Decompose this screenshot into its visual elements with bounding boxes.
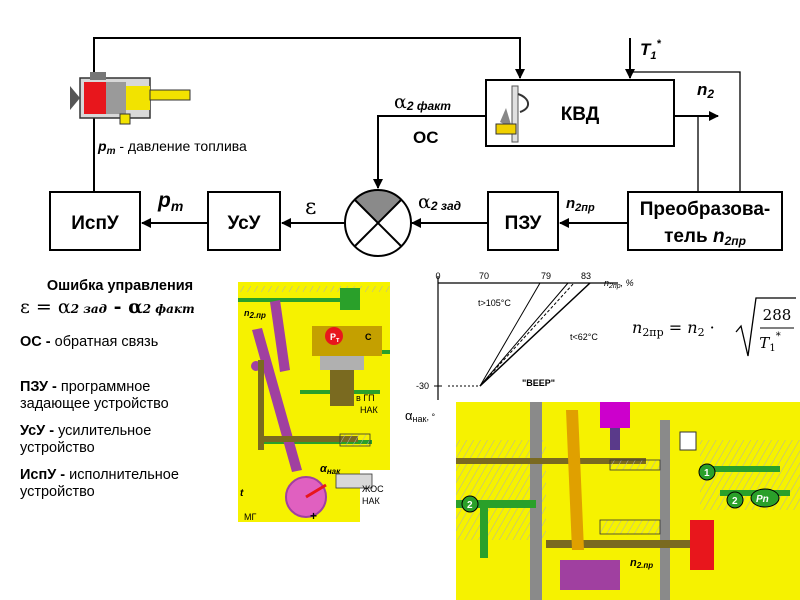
n2-label: n2: [697, 80, 714, 101]
formula-numerator: 288: [763, 306, 792, 324]
hydraulic-cylinder-icon: [70, 72, 191, 125]
ispu-label: ИспУ: [71, 213, 119, 234]
left-nak2-label: НАК: [362, 496, 381, 506]
pzu-label: ПЗУ: [505, 213, 542, 234]
converter-block: [627, 191, 783, 251]
pt-signal-label: pт: [157, 189, 183, 214]
formula-denominator: T1*: [759, 331, 780, 354]
legend-os: ОС - обратная связь: [20, 334, 159, 350]
legend-ispu: ИспУ - исполнительное устройство: [20, 467, 179, 500]
fuel-pressure-caption: pт - давление топлива: [97, 138, 247, 157]
left-mg-label: МГ: [244, 512, 256, 522]
legend-title: Ошибка управления: [46, 278, 194, 294]
graph-curve-cold: t<62°C: [570, 332, 598, 342]
kvd-blade-icon: [495, 85, 529, 143]
usu-block: [207, 191, 281, 251]
left-vtp-label: в ГП: [356, 393, 375, 403]
os-label: ОС: [413, 128, 439, 147]
right-badge-2b: 2: [732, 496, 738, 507]
right-badge-1: 1: [704, 468, 710, 479]
ispu-block: [49, 191, 141, 251]
legend: Ошибка управления ε = α2 зад - α2 факт О…: [20, 278, 240, 501]
graph-tick-70: 70: [479, 271, 489, 281]
left-pt-badge: Pт: [330, 332, 340, 344]
graph-fan-label: "ВЕЕР": [522, 378, 555, 388]
accel-graph: [434, 276, 618, 400]
converter-label-2: тель n2пр: [664, 226, 746, 248]
legend-pzu: ПЗУ - программное задающее устройство: [20, 379, 169, 412]
left-schematic: [238, 282, 390, 522]
graph-y-label: αнак, °: [405, 408, 435, 424]
epsilon-label: ε: [305, 195, 316, 220]
legend-usu: УсУ - усилительное устройство: [20, 423, 152, 456]
formula-lhs: n2пр = n2 ·: [632, 318, 715, 339]
left-zhos-label: ЖОС: [362, 484, 384, 494]
comparator-symbol: [344, 189, 412, 257]
pzu-block: [487, 191, 559, 251]
left-nak-label: НАК: [360, 405, 379, 415]
t1-label: T1*: [640, 38, 662, 62]
legend-equation: ε = α2 зад - α2 факт: [20, 296, 195, 318]
alpha-zad-label: α2 зад: [418, 191, 461, 213]
n2pr-signal-label: n2пр: [566, 195, 595, 214]
left-alpha-label: αнак: [320, 463, 341, 476]
kvd-label: КВД: [561, 104, 600, 125]
graph-tick-83: 83: [581, 271, 591, 281]
usu-label: УсУ: [227, 213, 260, 234]
left-t1-label: t: [240, 488, 244, 499]
right-badge-2: 2: [467, 500, 473, 511]
graph-tick-0: 0: [435, 271, 440, 281]
graph-x-unit: n2пр, %: [604, 278, 634, 290]
graph-tick-79: 79: [541, 271, 551, 281]
graph-y-tick: -30: [416, 381, 429, 391]
right-schematic: [456, 402, 800, 600]
left-n2pr-label: n2.пр: [244, 308, 266, 320]
left-c-badge: C: [365, 332, 372, 342]
alpha-fact-label: α2 факт: [394, 91, 451, 113]
right-pn-badge: Pn: [756, 494, 769, 505]
converter-label-1: Преобразова-: [640, 199, 770, 220]
right-n2pr-label: n2.пр: [630, 557, 653, 570]
graph-curve-hot: t>105°C: [478, 298, 511, 308]
reduced-speed-formula: [735, 297, 796, 357]
left-plus-label: +: [310, 509, 317, 523]
